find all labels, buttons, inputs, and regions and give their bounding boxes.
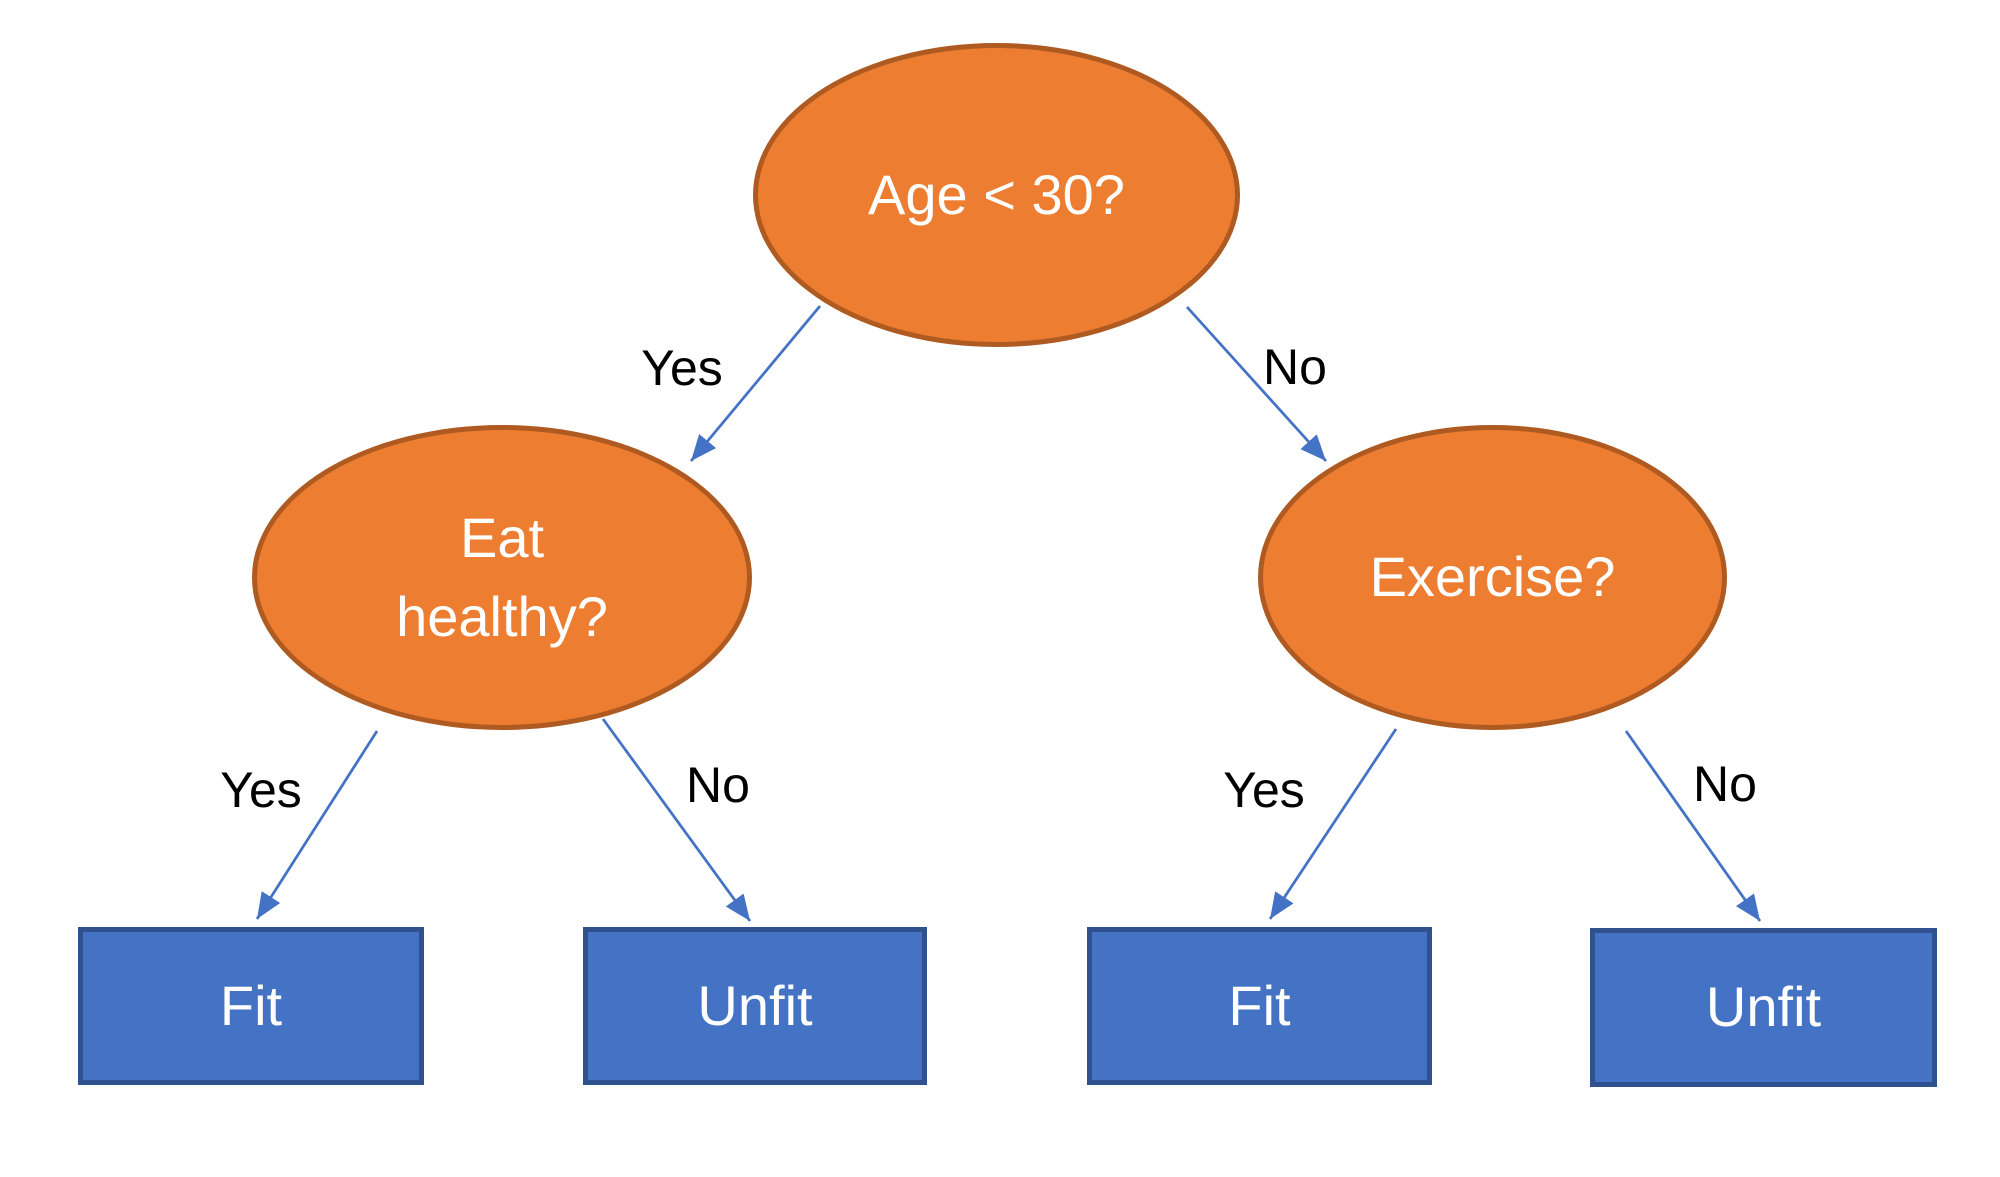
edge-label-yes: Yes (1223, 762, 1305, 818)
edge-label-no: No (686, 757, 750, 813)
decision-node-age: Age < 30? (753, 43, 1240, 347)
node-label: Fit (1228, 973, 1291, 1037)
node-label: Unfit (1705, 975, 1822, 1039)
edge-left-unfit-arrow (601, 718, 752, 922)
node-label: Unfit (697, 973, 813, 1037)
edge-label-yes: Yes (220, 762, 302, 818)
leaf-node-fit-left: Fit (78, 927, 424, 1085)
edge-label-no: No (1263, 339, 1327, 395)
leaf-node-fit-right: Fit (1087, 927, 1432, 1085)
edge-left-fit-arrow (255, 730, 379, 920)
decision-node-eat-healthy: Eat healthy? (252, 425, 752, 730)
edge-label-no: No (1693, 756, 1757, 812)
node-label: Fit (219, 973, 283, 1037)
node-label: Eat healthy? (396, 506, 608, 648)
decision-node-exercise: Exercise? (1258, 425, 1727, 730)
node-label: Exercise? (1369, 545, 1616, 609)
node-label: Age < 30? (868, 162, 1125, 226)
leaf-node-unfit-right: Unfit (1590, 928, 1937, 1087)
leaf-node-unfit-left: Unfit (583, 927, 927, 1085)
edge-right-fit-arrow (1268, 728, 1398, 920)
edge-label-yes: Yes (641, 340, 723, 396)
